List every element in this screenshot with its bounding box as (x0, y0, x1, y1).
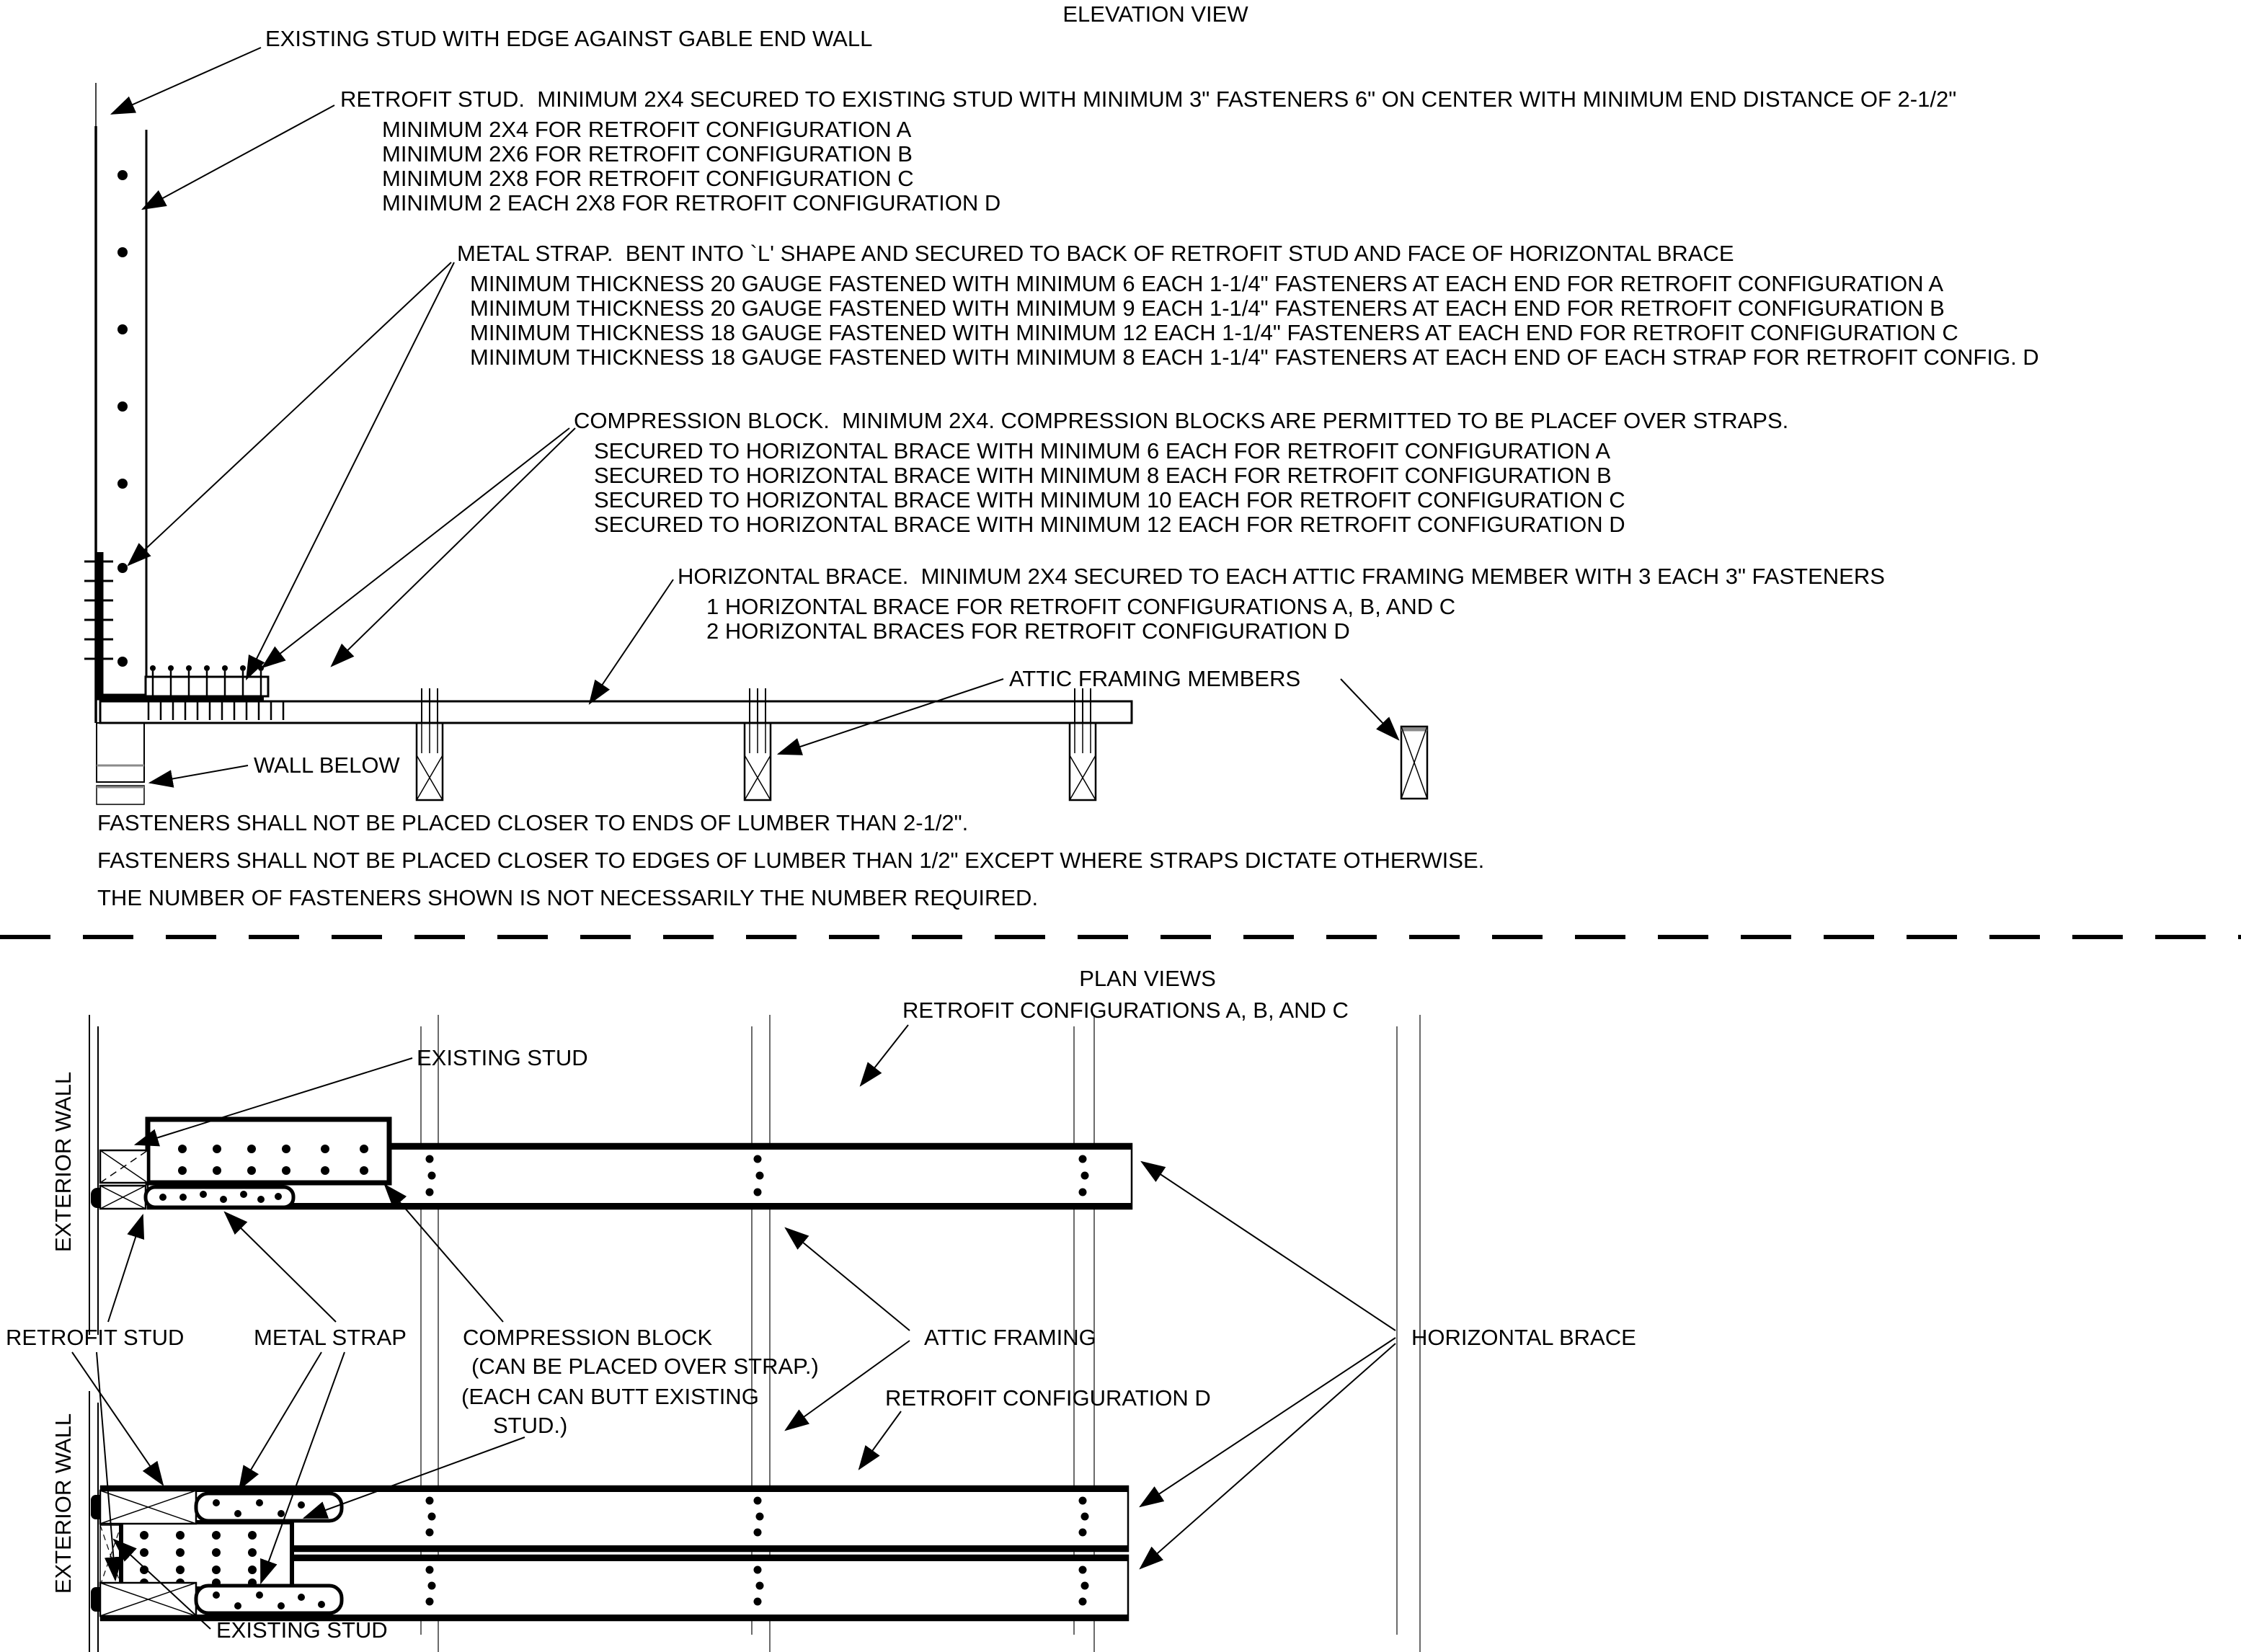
compression-note-2a: (EACH CAN BUTT EXISTING (461, 1384, 759, 1409)
brace-fastener-dots-abc (425, 1155, 1089, 1196)
metal-strap-line-5: MINIMUM THICKNESS 18 GAUGE FASTENED WITH… (470, 345, 2039, 370)
elevation-leaders (110, 47, 1400, 788)
elevation-view: ELEVATION VIEW EXISTING STUD WITH EDGE A… (84, 1, 2039, 910)
retrofit-stud-line-4: MINIMUM 2X8 FOR RETROFIT CONFIGURATION C (382, 166, 914, 191)
compression-note-1: (CAN BE PLACED OVER STRAP.) (471, 1354, 819, 1379)
compression-note-2b: STUD.) (493, 1413, 567, 1438)
plan-view-config-d (89, 1391, 1130, 1652)
general-notes: FASTENERS SHALL NOT BE PLACED CLOSER TO … (97, 810, 1484, 910)
plan-views: PLAN VIEWS RETROFIT CONFIGURATIONS A, B,… (6, 966, 1636, 1652)
retrofit-stud-label: RETROFIT STUD (6, 1325, 184, 1350)
metal-strap-line-2: MINIMUM THICKNESS 20 GAUGE FASTENED WITH… (470, 271, 1943, 296)
elevation-title: ELEVATION VIEW (1062, 1, 1248, 27)
retrofit-stud-line-5: MINIMUM 2 EACH 2X8 FOR RETROFIT CONFIGUR… (382, 190, 1000, 216)
plan-leaders (71, 1024, 1396, 1630)
retrofit-stud-strap-abc (91, 1184, 296, 1210)
compression-block-abc (145, 1116, 392, 1186)
metal-strap-line-3: MINIMUM THICKNESS 20 GAUGE FASTENED WITH… (470, 296, 1945, 321)
retrofit-stud-line-1: RETROFIT STUD. MINIMUM 2X4 SECURED TO EX… (340, 86, 1956, 112)
horizontal-brace-line-2: 1 HORIZONTAL BRACE FOR RETROFIT CONFIGUR… (706, 594, 1455, 619)
exterior-wall-label-abc: EXTERIOR WALL (50, 1072, 76, 1252)
metal-strap-elevation (84, 552, 264, 701)
attic-members-label: ATTIC FRAMING MEMBERS (1009, 666, 1300, 691)
exterior-wall-lines-d (89, 1391, 99, 1652)
plan-views-title: PLAN VIEWS (1079, 966, 1216, 991)
retrofit-stud-strap-d-lower (91, 1581, 344, 1617)
plan-subtitle-abc: RETROFIT CONFIGURATIONS A, B, AND C (902, 998, 1349, 1023)
isolated-attic-member (1400, 725, 1429, 800)
retrofit-stud-strap-d-upper (91, 1489, 344, 1525)
note-edges: FASTENERS SHALL NOT BE PLACED CLOSER TO … (97, 848, 1484, 873)
metal-strap-label: METAL STRAP (254, 1325, 407, 1350)
attic-framing-label: ATTIC FRAMING (924, 1325, 1096, 1350)
retrofit-stud-note: RETROFIT STUD. MINIMUM 2X4 SECURED TO EX… (340, 86, 1956, 216)
strap-fasteners-into-brace (147, 701, 285, 720)
note-ends: FASTENERS SHALL NOT BE PLACED CLOSER TO … (97, 810, 968, 835)
compression-line-1: COMPRESSION BLOCK. MINIMUM 2X4. COMPRESS… (574, 408, 1788, 433)
horizontal-brace-elevation (99, 700, 1133, 724)
metal-strap-line-1: METAL STRAP. BENT INTO `L' SHAPE AND SEC… (457, 241, 1734, 266)
plan-view-abc (89, 1015, 1133, 1335)
existing-stud-label-d: EXISTING STUD (216, 1617, 388, 1643)
compression-line-4: SECURED TO HORIZONTAL BRACE WITH MINIMUM… (594, 487, 1625, 512)
compression-line-3: SECURED TO HORIZONTAL BRACE WITH MINIMUM… (594, 463, 1612, 488)
existing-stud-abc (99, 1149, 149, 1184)
compression-line-2: SECURED TO HORIZONTAL BRACE WITH MINIMUM… (594, 438, 1610, 463)
block-fastener-dots (150, 665, 264, 671)
compression-block-note: COMPRESSION BLOCK. MINIMUM 2X4. COMPRESS… (574, 408, 1788, 537)
retrofit-stud-line-3: MINIMUM 2X6 FOR RETROFIT CONFIGURATION B (382, 141, 913, 166)
brace-fastener-dots-d (425, 1496, 1089, 1606)
compression-line-5: SECURED TO HORIZONTAL BRACE WITH MINIMUM… (594, 512, 1625, 537)
attic-framing-members-elevation (415, 688, 1429, 801)
config-d-label: RETROFIT CONFIGURATION D (885, 1385, 1211, 1411)
note-number: THE NUMBER OF FASTENERS SHOWN IS NOT NEC… (97, 885, 1038, 910)
existing-stud-elevation (94, 83, 148, 723)
metal-strap-line-4: MINIMUM THICKNESS 18 GAUGE FASTENED WITH… (470, 320, 1958, 345)
retrofit-stud-line-2: MINIMUM 2X4 FOR RETROFIT CONFIGURATION A (382, 117, 912, 142)
horizontal-brace-line-3: 2 HORIZONTAL BRACES FOR RETROFIT CONFIGU… (706, 618, 1350, 644)
horizontal-brace-line-1: HORIZONTAL BRACE. MINIMUM 2X4 SECURED TO… (678, 564, 1885, 589)
compression-block-dots-abc (178, 1145, 368, 1175)
horizontal-brace-label: HORIZONTAL BRACE (1411, 1325, 1636, 1350)
wall-below-shape (96, 722, 145, 805)
exterior-wall-lines-abc (89, 1015, 99, 1335)
horizontal-brace-note: HORIZONTAL BRACE. MINIMUM 2X4 SECURED TO… (678, 564, 1885, 644)
metal-strap-note: METAL STRAP. BENT INTO `L' SHAPE AND SEC… (457, 241, 2039, 370)
compression-block-label: COMPRESSION BLOCK (463, 1325, 713, 1350)
exterior-wall-label-d: EXTERIOR WALL (50, 1413, 76, 1594)
existing-stud-label-abc: EXISTING STUD (417, 1045, 588, 1070)
wall-below-label: WALL BELOW (254, 752, 400, 778)
existing-stud-strip-d (99, 1524, 122, 1586)
existing-stud-note: EXISTING STUD WITH EDGE AGAINST GABLE EN… (265, 26, 872, 51)
